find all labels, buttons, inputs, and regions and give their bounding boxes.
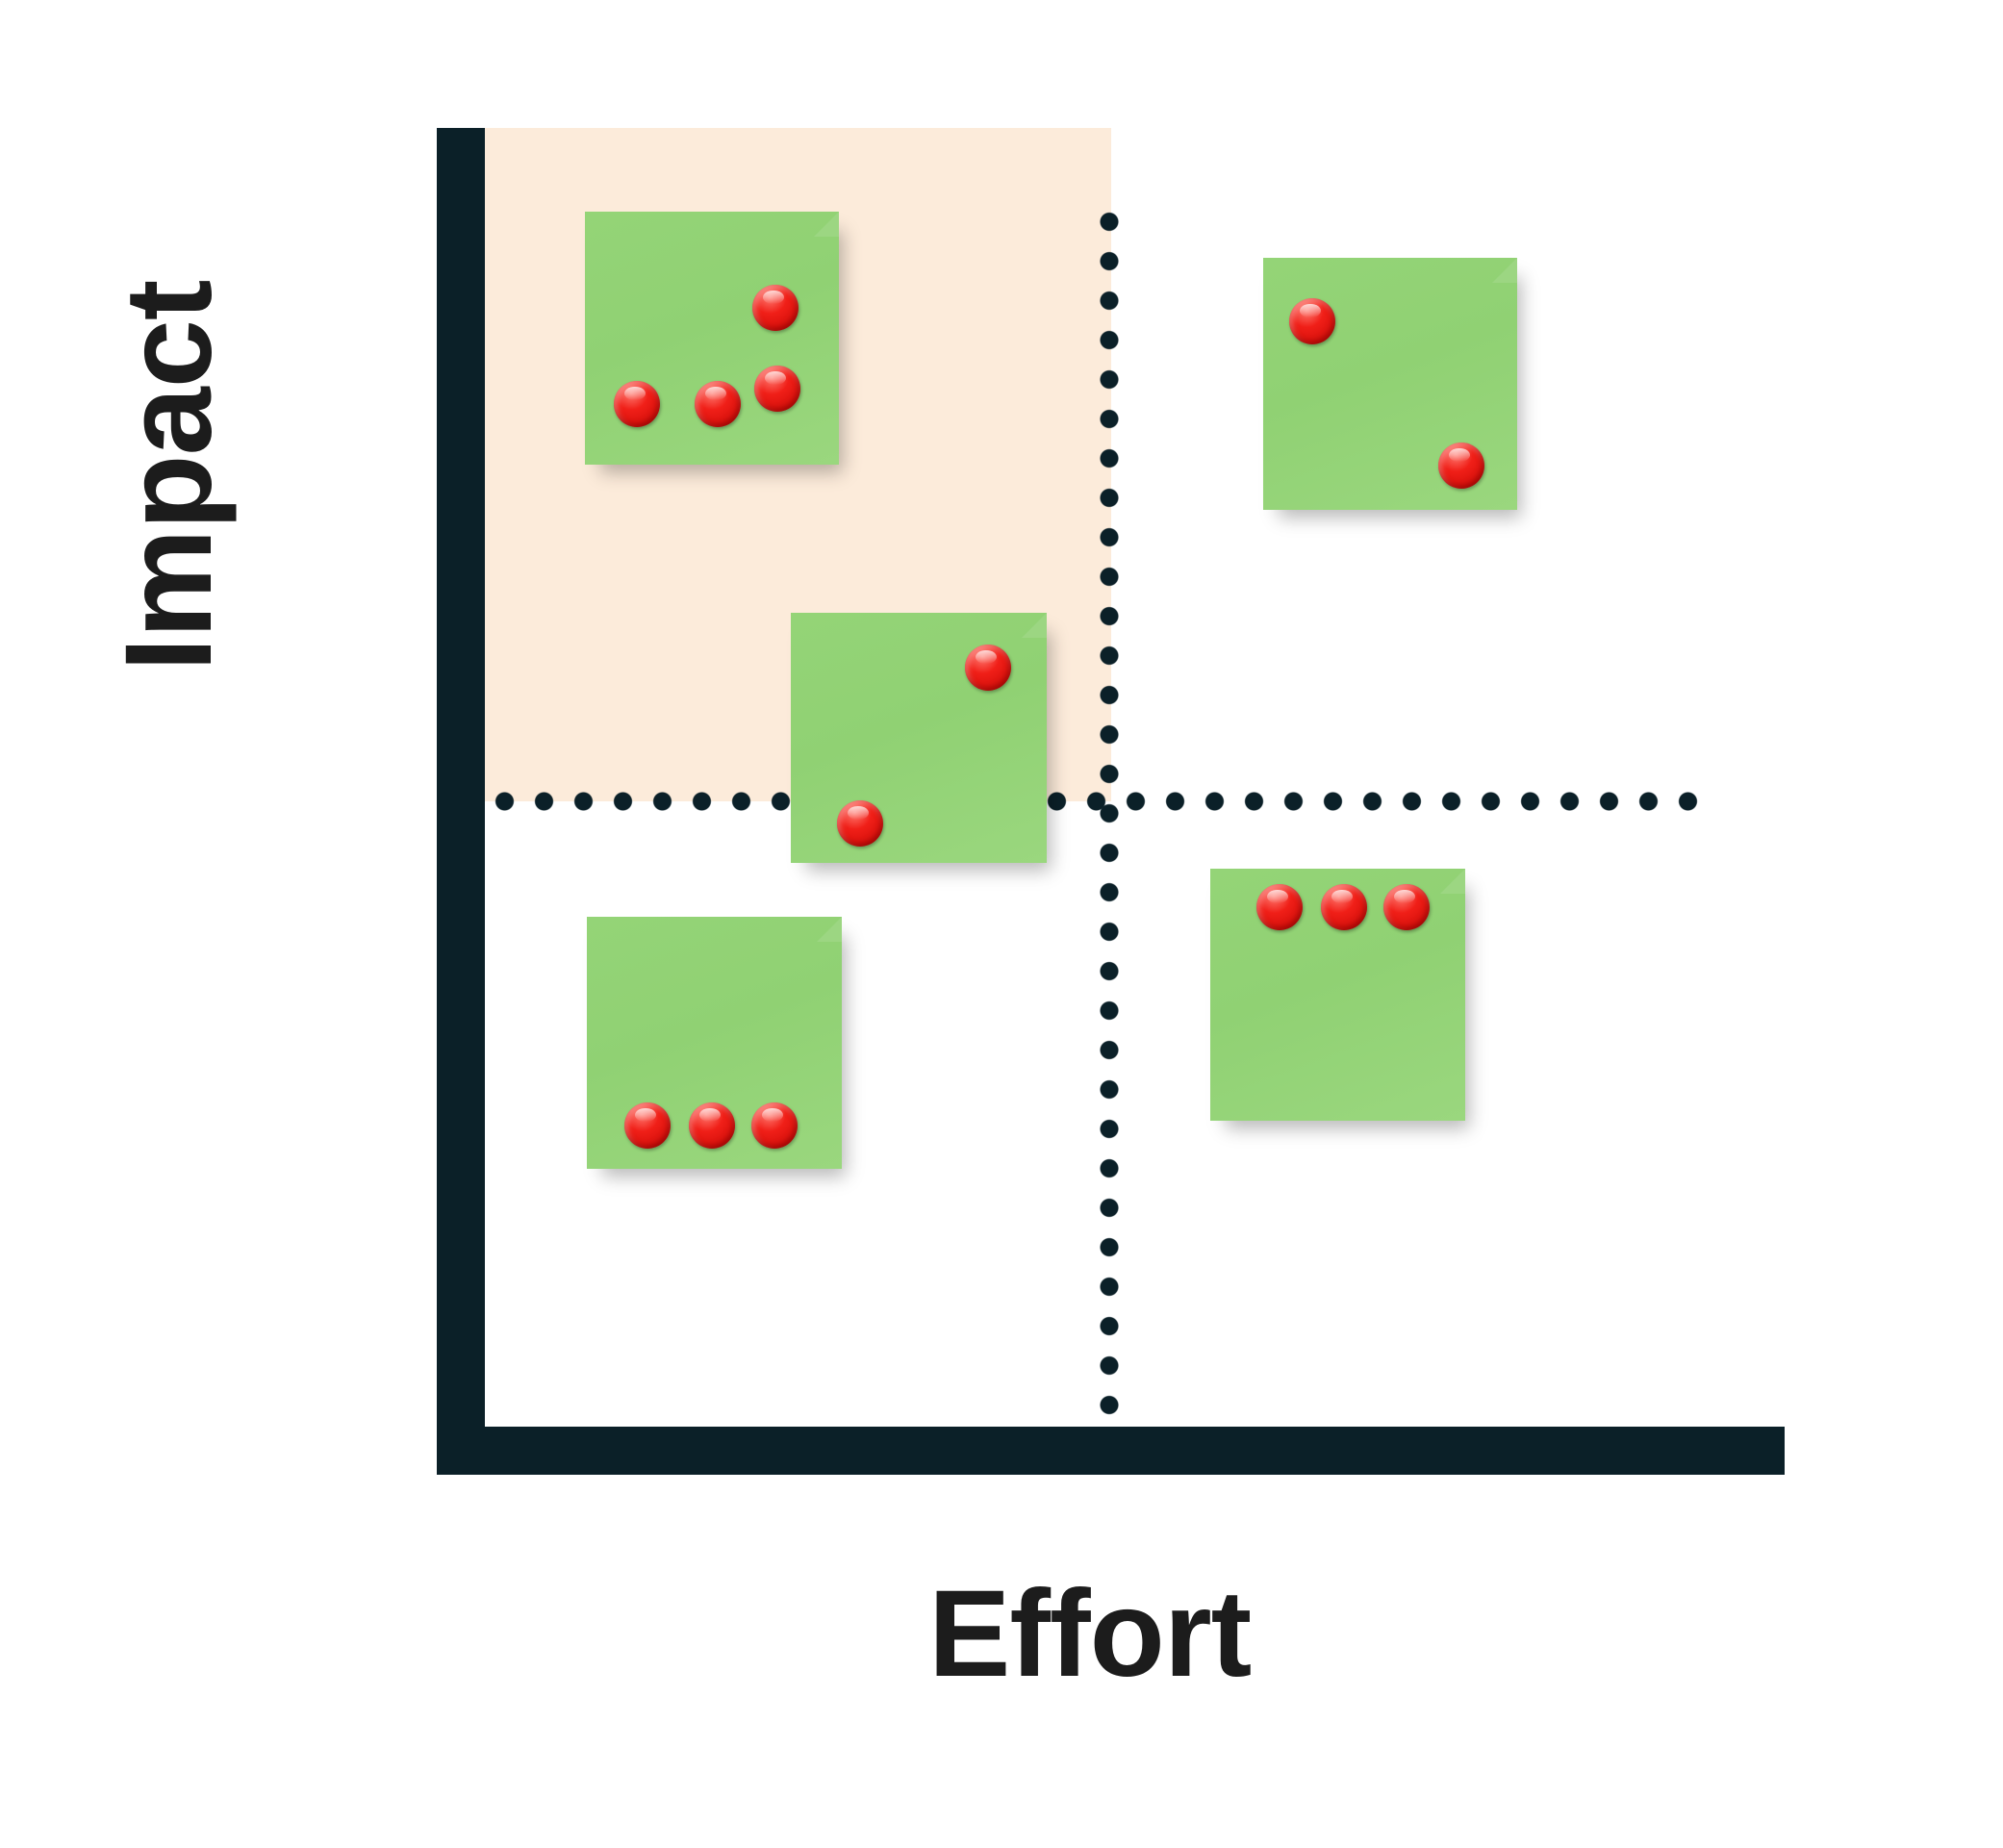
red-dot-sticker[interactable] <box>965 645 1011 691</box>
y-axis-label: Impact <box>100 280 238 671</box>
x-axis-label: Effort <box>928 1565 1252 1703</box>
sticky-note-high-impact-high-effort[interactable] <box>1263 258 1517 510</box>
effort-midline-dotted <box>1100 202 1119 1427</box>
sticky-note-low-impact-low-effort[interactable] <box>587 917 842 1169</box>
red-dot-sticker[interactable] <box>1383 884 1430 930</box>
red-dot-sticker[interactable] <box>751 1102 798 1149</box>
red-dot-sticker[interactable] <box>624 1102 671 1149</box>
x-axis <box>437 1427 1785 1475</box>
sticky-note-center[interactable] <box>791 613 1047 863</box>
sticky-note-low-impact-high-effort[interactable] <box>1210 869 1465 1121</box>
red-dot-sticker[interactable] <box>1438 443 1484 489</box>
red-dot-sticker[interactable] <box>695 381 741 427</box>
red-dot-sticker[interactable] <box>1289 298 1335 344</box>
red-dot-sticker[interactable] <box>837 800 883 847</box>
sticky-note-high-impact-low-effort[interactable] <box>585 212 839 465</box>
red-dot-sticker[interactable] <box>689 1102 735 1149</box>
red-dot-sticker[interactable] <box>614 381 660 427</box>
red-dot-sticker[interactable] <box>1256 884 1303 930</box>
y-axis <box>437 128 485 1475</box>
red-dot-sticker[interactable] <box>752 285 799 331</box>
red-dot-sticker[interactable] <box>1321 884 1367 930</box>
impact-midline-dotted <box>485 792 1707 811</box>
red-dot-sticker[interactable] <box>754 366 800 412</box>
